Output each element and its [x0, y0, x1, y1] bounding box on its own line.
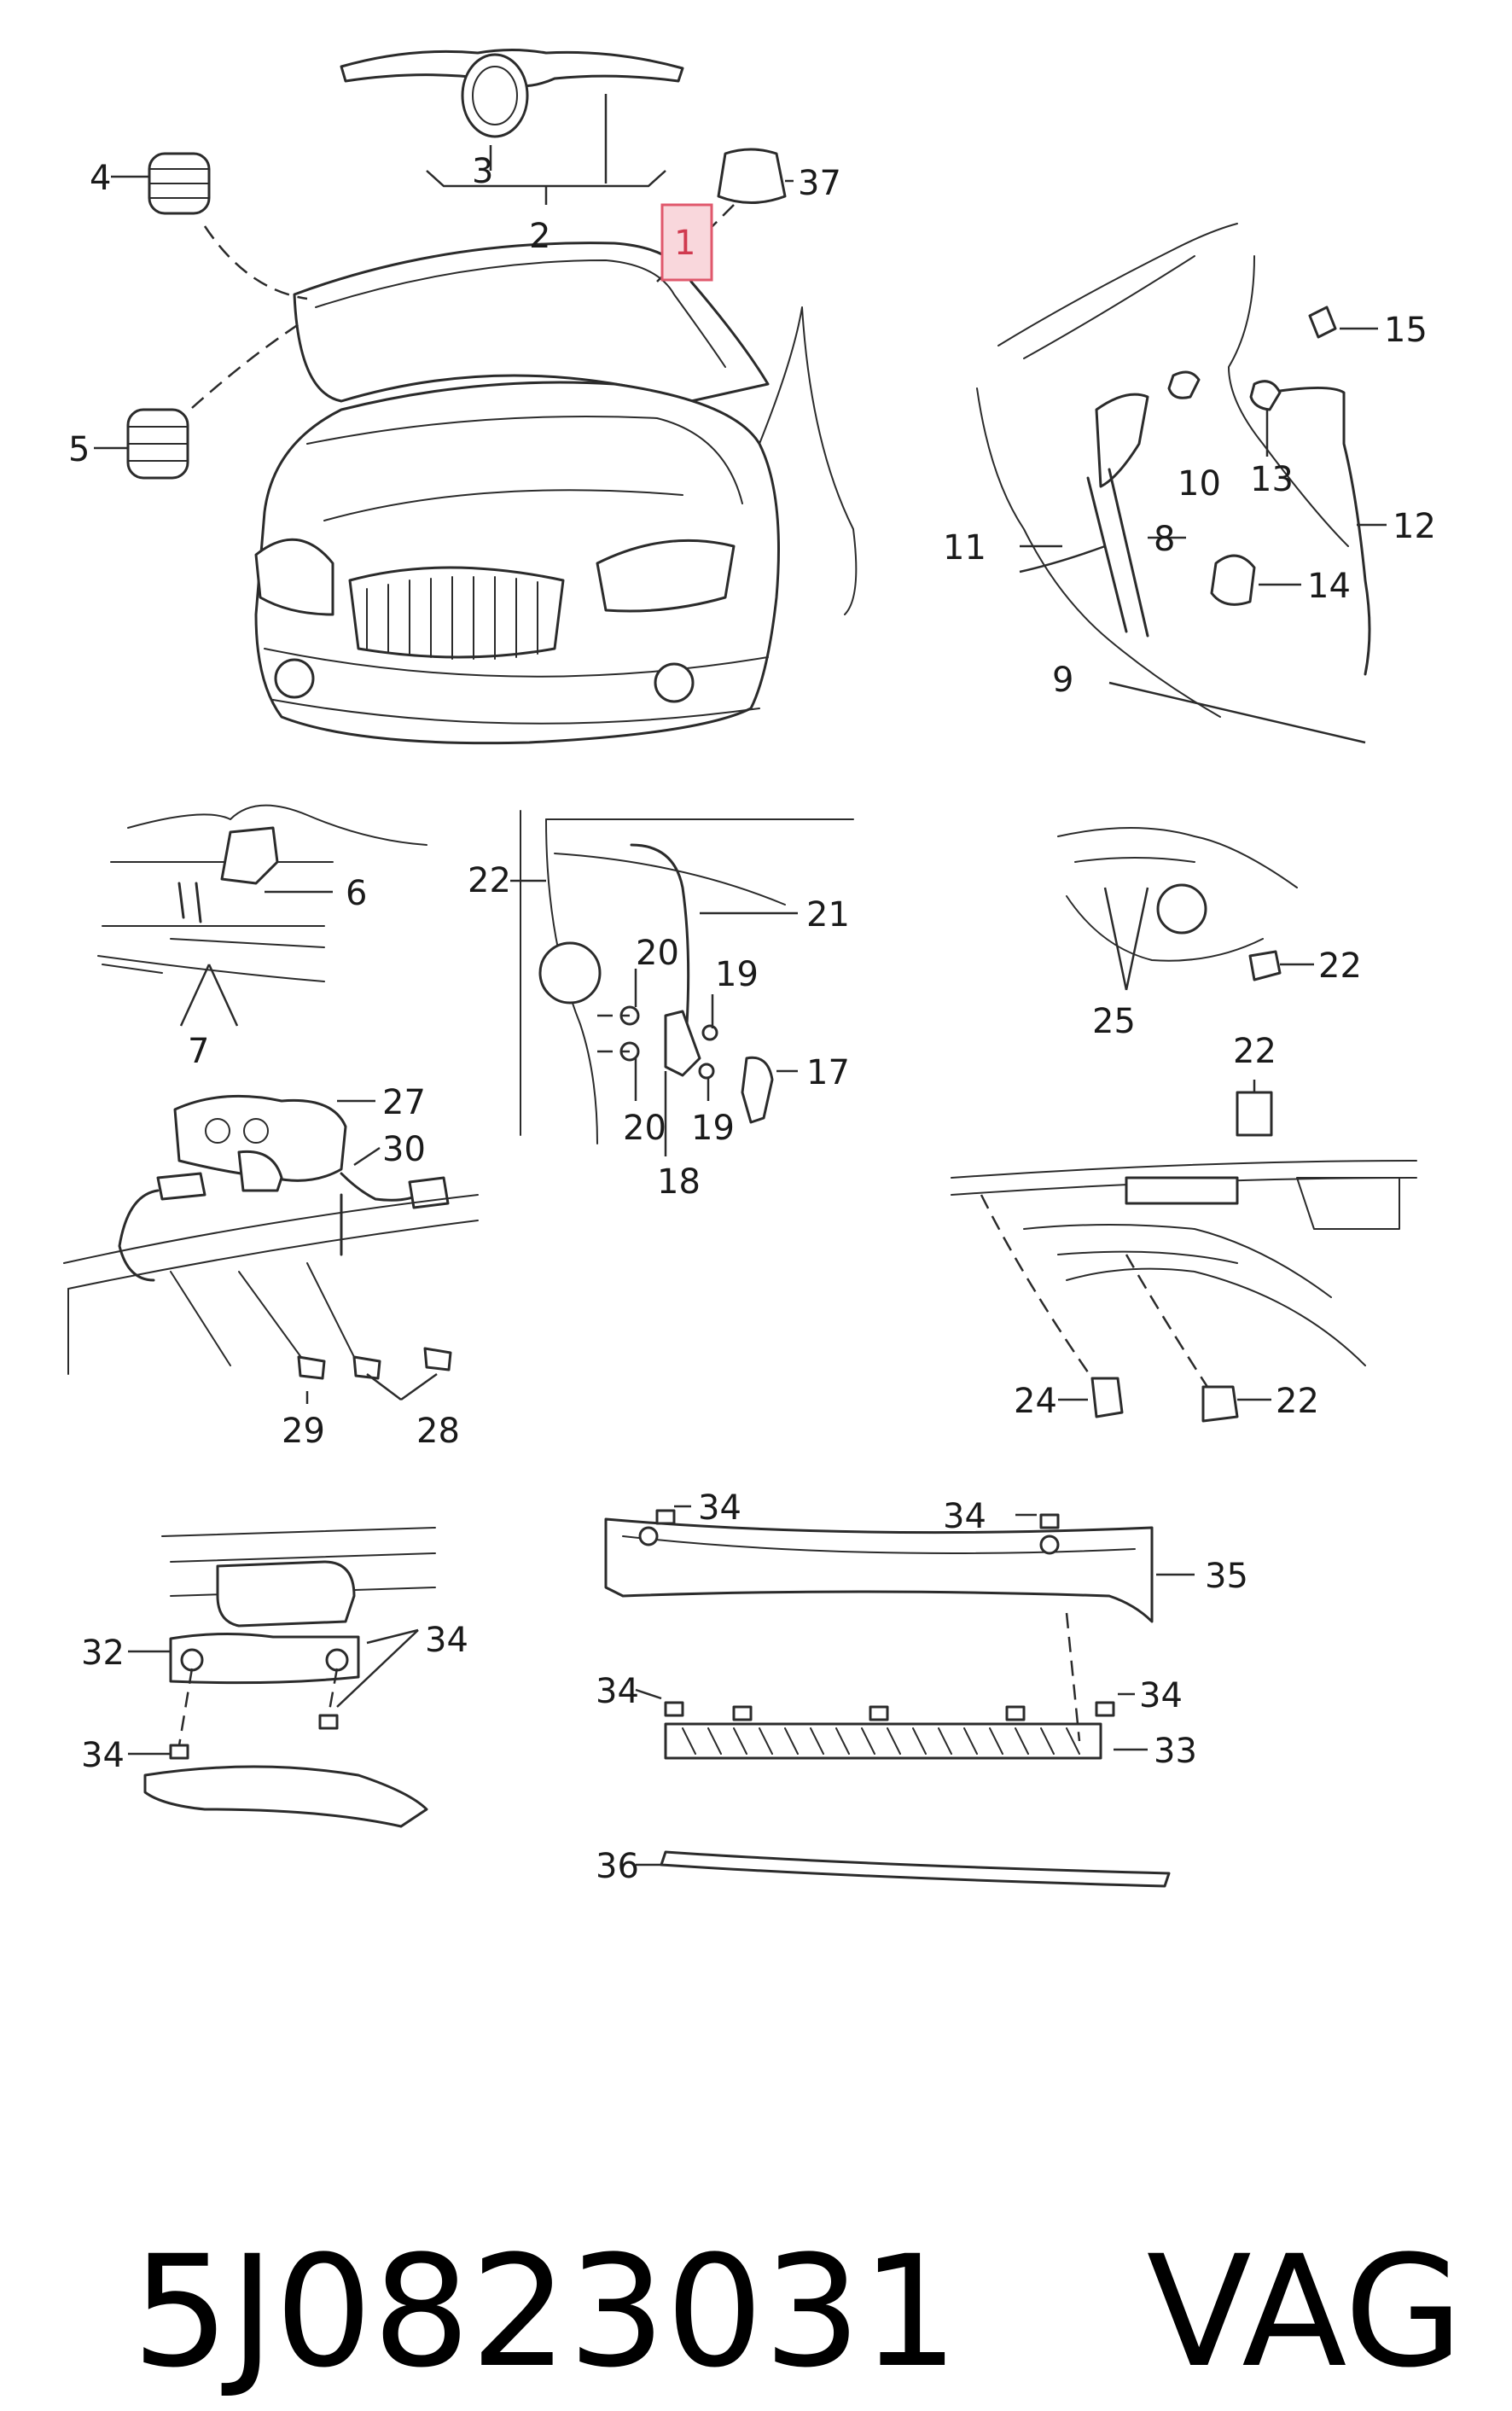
prop-rod-detail [976, 223, 1371, 718]
callout-32: 32 [81, 1634, 125, 1673]
callout-35: 35 [1205, 1557, 1248, 1596]
callout-22c: 22 [1233, 1032, 1276, 1071]
callout-14: 14 [1307, 567, 1351, 606]
callout-22a: 22 [468, 861, 511, 900]
callout-12: 12 [1393, 507, 1436, 546]
callout-29: 29 [282, 1412, 325, 1451]
callout-24: 24 [1014, 1382, 1057, 1421]
callout-34e: 34 [1139, 1676, 1183, 1715]
callout-21: 21 [806, 895, 850, 935]
fender-clips-detail [951, 1091, 1417, 1423]
callout-9: 9 [1052, 661, 1073, 700]
part-number: 5J0823031 [131, 2223, 959, 2402]
callout-34f: 34 [81, 1736, 125, 1775]
callout-19a: 19 [715, 955, 759, 994]
callout-36: 36 [596, 1847, 639, 1886]
cable-clip-detail [1057, 827, 1298, 991]
hinge-detail [520, 810, 854, 1144]
callout-19b: 19 [691, 1109, 735, 1148]
callout-1: 1 [674, 224, 695, 263]
callout-20a: 20 [636, 934, 679, 973]
callout-leaders [94, 175, 1387, 1866]
callout-numbers: 2 3 4 5 6 7 8 9 10 11 12 13 14 15 17 18 … [68, 152, 1436, 1886]
callout-34c: 34 [425, 1621, 468, 1660]
callout-1-highlight[interactable]: 1 [660, 203, 713, 282]
callout-18: 18 [657, 1162, 701, 1202]
car-front-view: 1 [126, 49, 858, 745]
callout-22d: 22 [1276, 1382, 1319, 1421]
callout-34d: 34 [596, 1672, 639, 1711]
callout-8: 8 [1154, 520, 1175, 559]
parts-exploded-diagram: 1 [63, 49, 1436, 1888]
callout-10: 10 [1178, 464, 1221, 504]
callout-11: 11 [943, 528, 986, 568]
callout-33: 33 [1154, 1732, 1197, 1771]
callout-25: 25 [1092, 1002, 1136, 1041]
lock-bolts-detail [63, 1094, 479, 1401]
brand-name: VAG [1146, 2223, 1463, 2402]
callout-13: 13 [1250, 460, 1294, 499]
callout-22b: 22 [1318, 946, 1362, 986]
callout-37: 37 [798, 164, 841, 203]
callout-15: 15 [1384, 311, 1428, 350]
callout-28: 28 [416, 1412, 460, 1451]
callout-27: 27 [382, 1083, 426, 1122]
cover-seal-detail [604, 1509, 1171, 1888]
lock-detail-6-7 [97, 804, 427, 1027]
lock-carrier-detail [143, 1527, 436, 1828]
callout-3: 3 [472, 152, 493, 191]
rubber-buffer-5 [126, 408, 189, 480]
callout-34a: 34 [698, 1488, 741, 1528]
callout-20b: 20 [623, 1109, 666, 1148]
callout-4: 4 [90, 159, 111, 198]
callout-6: 6 [346, 874, 367, 913]
callout-7: 7 [188, 1032, 209, 1071]
callout-2: 2 [529, 217, 550, 256]
rubber-buffer-4 [148, 152, 211, 215]
callout-17: 17 [806, 1053, 850, 1092]
callout-5: 5 [68, 430, 90, 469]
callout-34b: 34 [943, 1497, 986, 1536]
callout-30: 30 [382, 1130, 426, 1169]
part-caption: 5J0823031 VAG [34, 2018, 1485, 2402]
